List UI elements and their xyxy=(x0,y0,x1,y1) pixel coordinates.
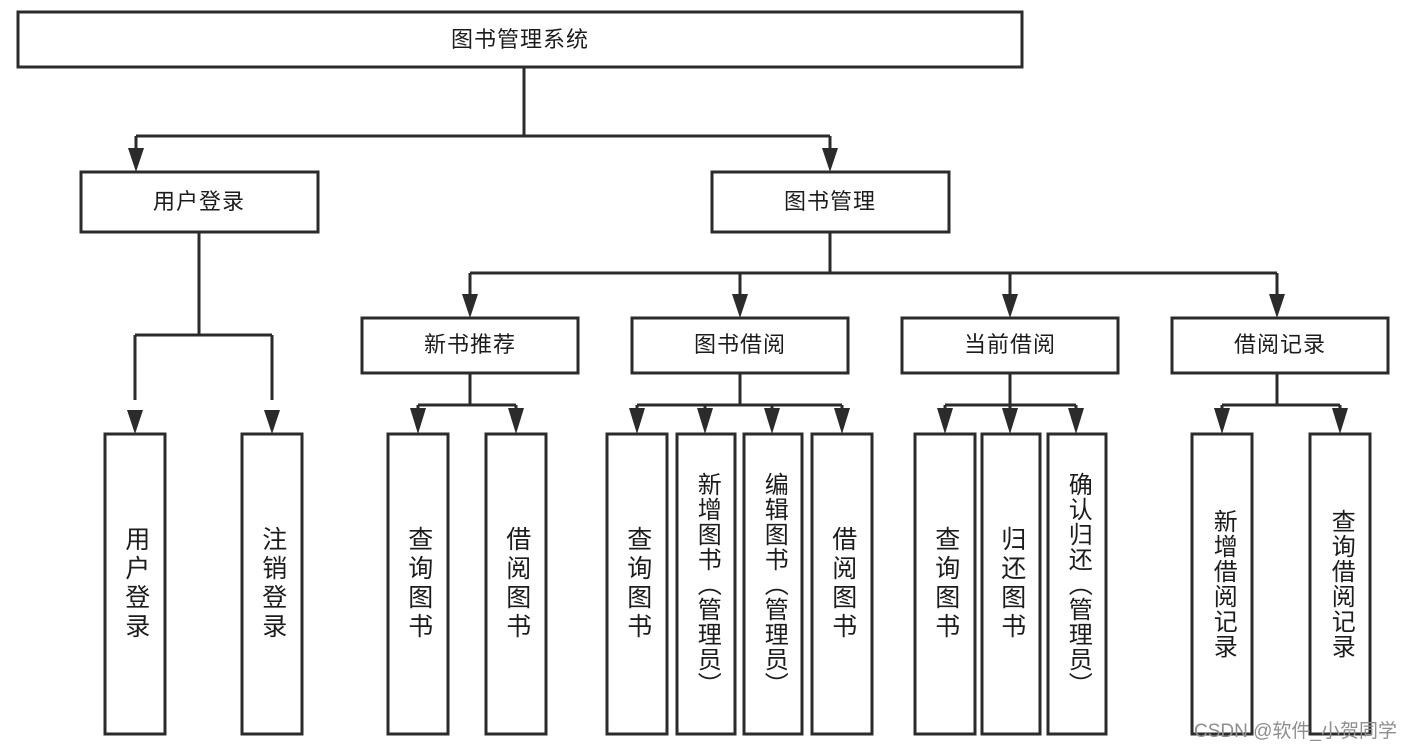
node-book-manage-label: 图书管理 xyxy=(784,189,876,214)
arrow-to-leaf-nb-query xyxy=(410,408,426,434)
leaf-label-user-login: 用户登录 xyxy=(121,526,150,642)
arrow-to-book-borrow xyxy=(732,294,748,318)
link-borrowrecord-split xyxy=(1220,373,1342,412)
leaf-box-layer xyxy=(103,432,1372,736)
connector-layer xyxy=(127,67,1348,434)
leaf-box-br-query[interactable] xyxy=(1308,432,1372,736)
leaf-label-br-query: 查询借阅记录 xyxy=(1327,509,1355,659)
node-book-manage[interactable]: 图书管理 xyxy=(710,170,951,234)
node-book-borrow-box[interactable] xyxy=(630,316,850,375)
node-current-borrow-box[interactable] xyxy=(900,316,1120,375)
leaf-label-bb-borrow: 借阅图书 xyxy=(828,526,857,642)
link-bookborrow-split xyxy=(635,373,844,412)
arrow-to-leaf-cb-confirm xyxy=(1068,408,1084,434)
link-root-split xyxy=(134,67,832,158)
arrow-to-leaf-bb-borrow xyxy=(834,408,850,434)
leaf-box-bb-edit[interactable] xyxy=(742,432,804,736)
node-book-manage-box[interactable] xyxy=(710,170,951,234)
leaf-label-cb-confirm: 确认归还（管理员） xyxy=(1064,471,1092,697)
arrow-to-book-manage xyxy=(822,148,838,172)
arrow-to-leaf-br-add xyxy=(1214,408,1230,434)
node-new-book-recommend-label: 新书推荐 xyxy=(424,332,516,357)
node-root-label: 图书管理系统 xyxy=(451,27,589,52)
leaf-box-logout[interactable] xyxy=(240,432,304,736)
leaf-box-cb-query[interactable] xyxy=(913,432,977,736)
csdn-watermark: CSDN @软件_小贺同学 xyxy=(1194,721,1397,742)
leaf-box-nb-query[interactable] xyxy=(386,432,450,736)
arrow-to-leaf-cb-query xyxy=(937,408,953,434)
leaf-box-nb-borrow[interactable] xyxy=(484,432,548,736)
leaf-label-cb-query: 查询图书 xyxy=(931,526,960,642)
leaf-label-nb-query: 查询图书 xyxy=(404,526,433,642)
node-current-borrow-label: 当前借阅 xyxy=(964,332,1056,357)
node-user-login-label: 用户登录 xyxy=(153,189,245,214)
node-borrow-record-label: 借阅记录 xyxy=(1234,332,1326,357)
node-root-box[interactable] xyxy=(16,10,1024,69)
leaf-box-bb-add[interactable] xyxy=(675,432,737,736)
arrow-to-leaf-nb-borrow xyxy=(508,408,524,434)
link-newbook-split xyxy=(416,373,518,412)
node-layer: 图书管理系统 用户登录 图书管理 新书推荐 图书借阅 当前借阅 xyxy=(16,10,1390,736)
node-borrow-record[interactable]: 借阅记录 xyxy=(1170,316,1390,375)
leaf-box-cb-return[interactable] xyxy=(980,432,1042,736)
arrow-to-leaf-bb-edit xyxy=(764,408,780,434)
leaf-label-br-add: 新增借阅记录 xyxy=(1209,509,1237,659)
link-bookmanage-split xyxy=(468,232,1279,296)
leaf-label-cb-return: 归还图书 xyxy=(997,526,1026,642)
node-user-login-box[interactable] xyxy=(79,170,320,234)
leaf-label-bb-add: 新增图书（管理员） xyxy=(693,471,721,697)
leaf-box-br-add[interactable] xyxy=(1190,432,1254,736)
node-borrow-record-box[interactable] xyxy=(1170,316,1390,375)
leaf-label-logout: 注销登录 xyxy=(258,526,287,642)
arrow-to-leaf-logout xyxy=(264,410,280,434)
leaf-label-bb-query: 查询图书 xyxy=(623,526,652,642)
link-currentborrow-split xyxy=(943,373,1078,412)
arrow-to-leaf-br-query xyxy=(1332,408,1348,434)
node-user-login[interactable]: 用户登录 xyxy=(79,170,320,234)
arrow-to-user-login xyxy=(128,148,144,172)
leaf-box-user-login[interactable] xyxy=(103,432,167,736)
leaf-box-cb-confirm[interactable] xyxy=(1046,432,1108,736)
leaf-box-bb-borrow[interactable] xyxy=(810,432,874,736)
arrow-to-new-book xyxy=(462,294,478,318)
node-current-borrow[interactable]: 当前借阅 xyxy=(900,316,1120,375)
node-new-book-recommend-box[interactable] xyxy=(360,316,580,375)
arrow-to-leaf-cb-return xyxy=(1002,408,1018,434)
node-new-book-recommend[interactable]: 新书推荐 xyxy=(360,316,580,375)
leaf-box-bb-query[interactable] xyxy=(605,432,669,736)
node-root[interactable]: 图书管理系统 xyxy=(16,10,1024,69)
arrow-to-leaf-bb-add xyxy=(697,408,713,434)
node-book-borrow-label: 图书借阅 xyxy=(694,332,786,357)
arrow-to-leaf-user-login xyxy=(127,410,143,434)
arrow-to-current-borrow xyxy=(1002,294,1018,318)
leaf-label-bb-edit: 编辑图书（管理员） xyxy=(760,471,788,697)
link-userlogin-split xyxy=(133,232,274,400)
arrow-to-leaf-bb-query xyxy=(629,408,645,434)
leaf-label-nb-borrow: 借阅图书 xyxy=(502,526,531,642)
arrow-to-borrow-record xyxy=(1269,294,1285,318)
node-book-borrow[interactable]: 图书借阅 xyxy=(630,316,850,375)
